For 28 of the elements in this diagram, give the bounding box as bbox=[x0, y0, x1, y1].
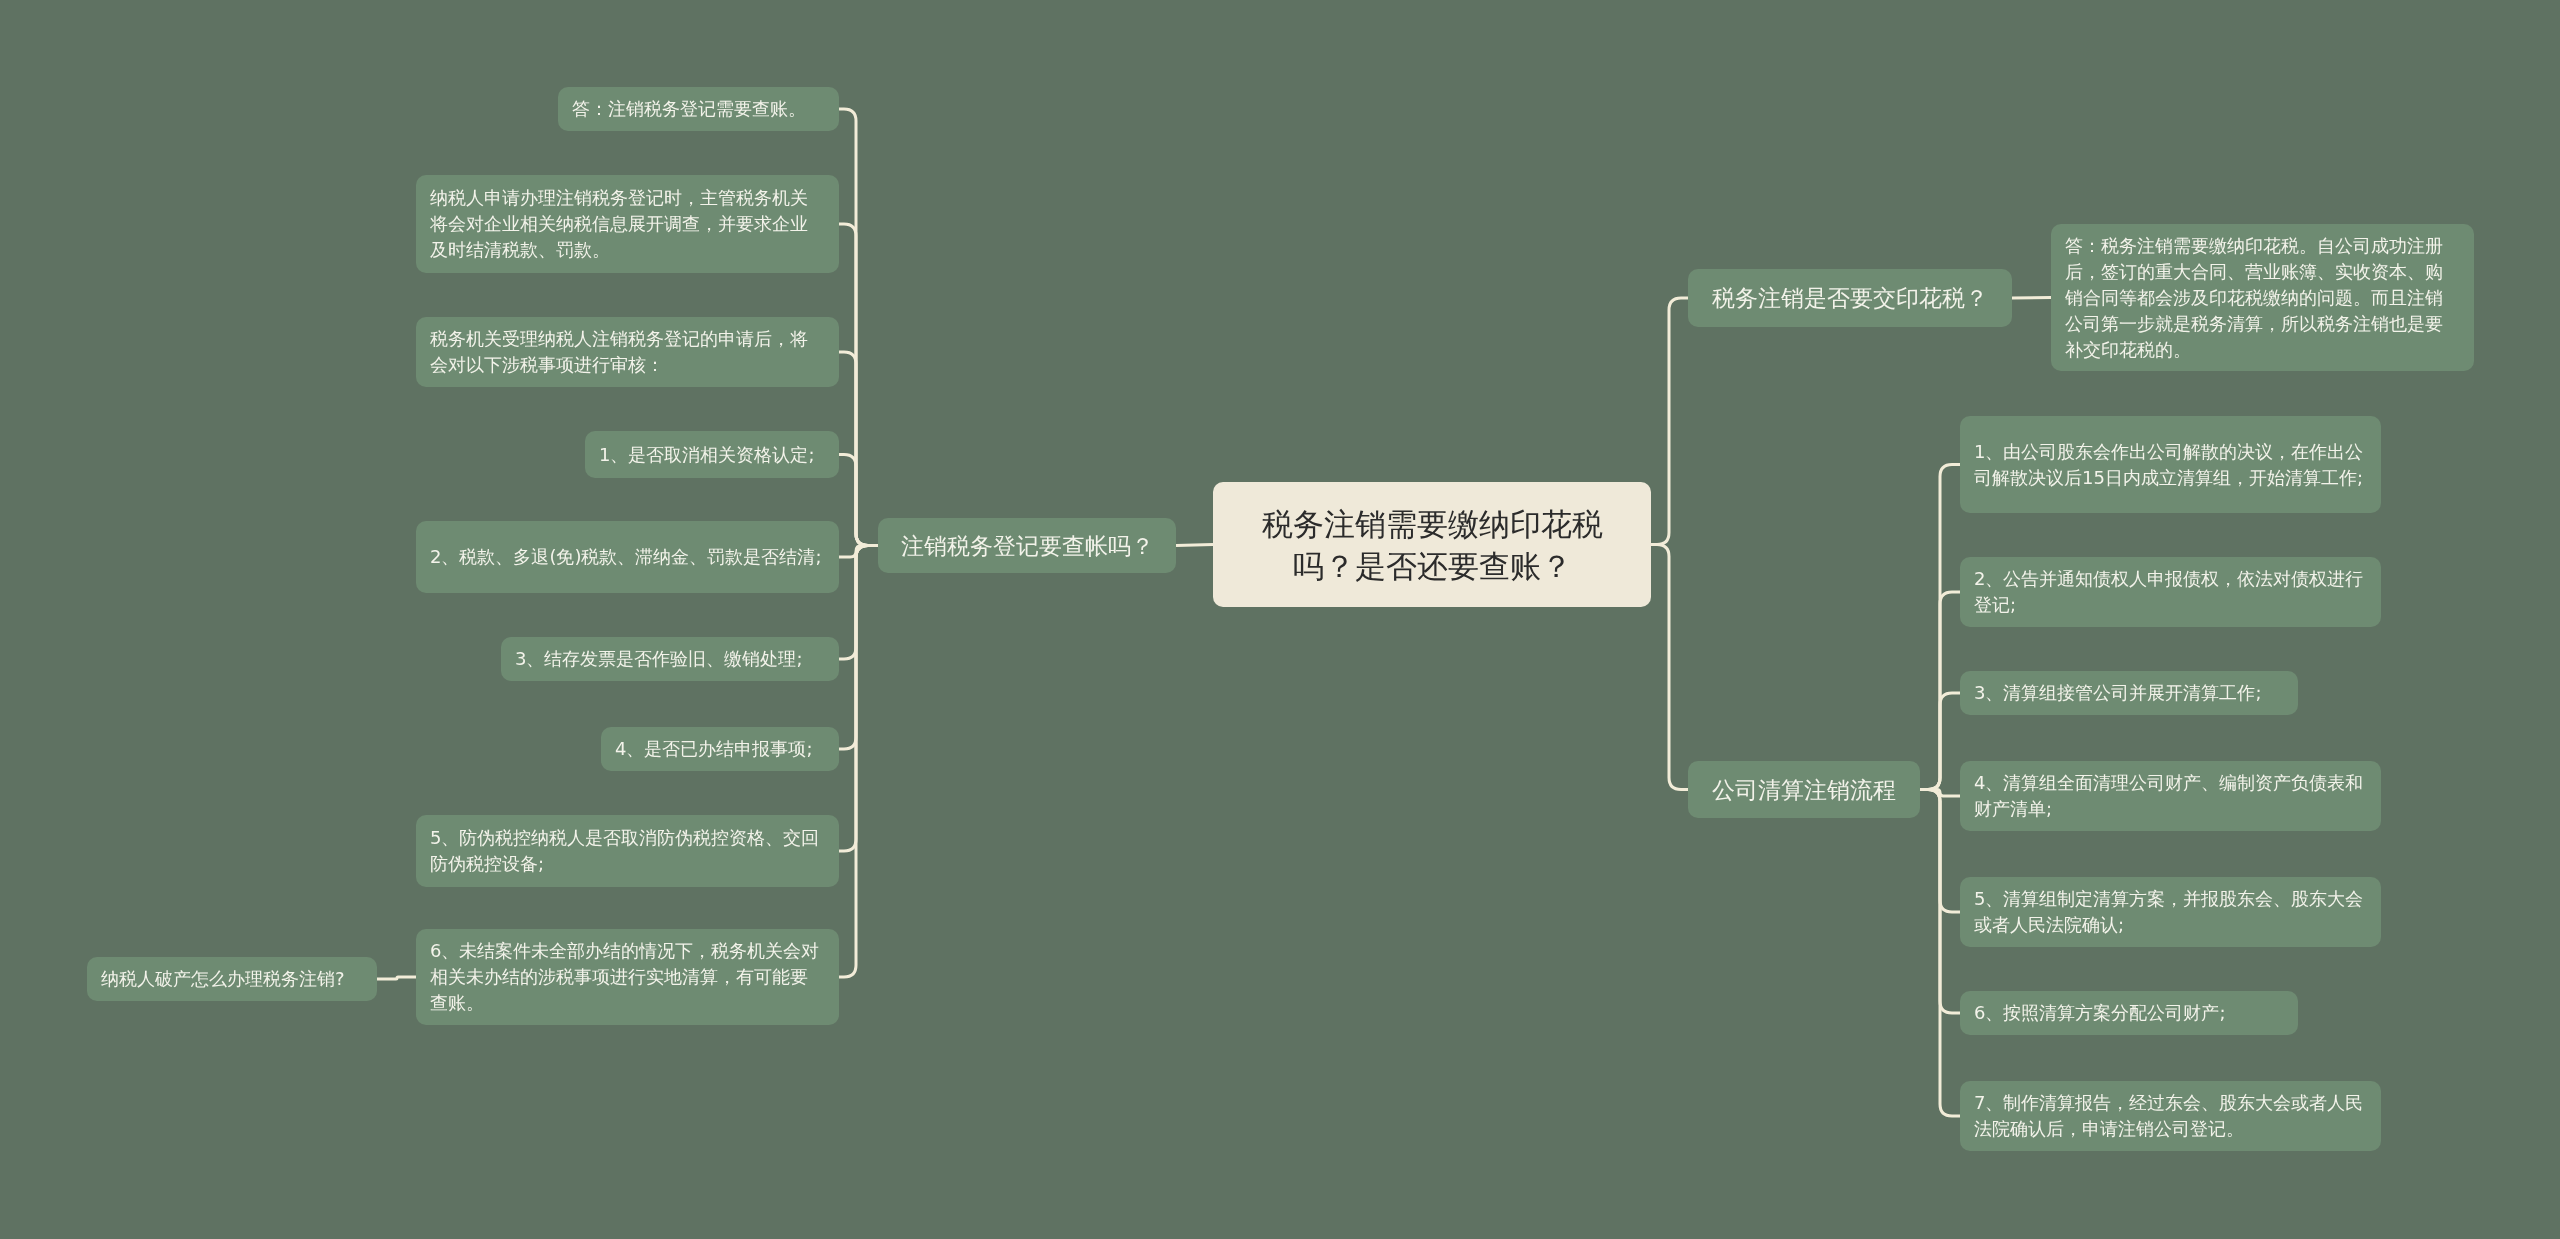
leaf-topic: 纳税人破产怎么办理税务注销? bbox=[87, 957, 377, 1001]
connector-line bbox=[1920, 788, 1960, 1118]
leaf-topic: 7、制作清算报告，经过东会、股东大会或者人民法院确认后，申请注销公司登记。 bbox=[1960, 1081, 2381, 1151]
leaf-topic: 6、未结案件未全部办结的情况下，税务机关会对相关未办结的涉税事项进行实地清算，有可能要查账。 bbox=[416, 929, 839, 1025]
leaf-topic: 4、清算组全面清理公司财产、编制资产负债表和财产清单; bbox=[1960, 761, 2381, 831]
root-topic: 税务注销需要缴纳印花税吗？是否还要查账？ bbox=[1213, 482, 1651, 607]
leaf-topic: 3、清算组接管公司并展开清算工作; bbox=[1960, 671, 2298, 715]
leaf-topic: 1、是否取消相关资格认定; bbox=[585, 431, 839, 478]
connector-line bbox=[1651, 543, 1688, 791]
connector-line bbox=[1175, 543, 1214, 547]
leaf-topic: 5、清算组制定清算方案，并报股东会、股东大会或者人民法院确认; bbox=[1960, 877, 2381, 947]
branch-topic: 税务注销是否要交印花税？ bbox=[1688, 269, 2012, 327]
leaf-topic: 纳税人申请办理注销税务登记时，主管税务机关将会对企业相关纳税信息展开调查，并要求企业及时结清税款、罚款。 bbox=[416, 175, 839, 273]
leaf-topic: 6、按照清算方案分配公司财产; bbox=[1960, 991, 2298, 1035]
connector-line bbox=[2011, 296, 2052, 300]
leaf-topic: 4、是否已办结申报事项; bbox=[601, 727, 839, 771]
leaf-topic: 3、结存发票是否作验旧、缴销处理; bbox=[501, 637, 839, 681]
connector-line bbox=[839, 544, 878, 979]
leaf-topic: 5、防伪税控纳税人是否取消防伪税控资格、交回防伪税控设备; bbox=[416, 815, 839, 887]
leaf-topic: 答：注销税务登记需要查账。 bbox=[558, 87, 839, 131]
branch-topic: 注销税务登记要查帐吗？ bbox=[878, 518, 1176, 573]
connector-line bbox=[377, 975, 416, 981]
branch-topic: 公司清算注销流程 bbox=[1688, 761, 1920, 818]
leaf-topic: 2、公告并通知债权人申报债权，依法对债权进行登记; bbox=[1960, 557, 2381, 627]
leaf-topic: 答：税务注销需要缴纳印花税。自公司成功注册后，签订的重大合同、营业账簿、实收资本、购销合同等都会涉及印花税缴纳的问题。而且注销公司第一步就是税务清算，所以税务注销也是要补交印花税的。 bbox=[2051, 224, 2474, 371]
leaf-topic: 2、税款、多退(免)税款、滞纳金、罚款是否结清; bbox=[416, 521, 839, 593]
leaf-topic: 税务机关受理纳税人注销税务登记的申请后，将会对以下涉税事项进行审核： bbox=[416, 317, 839, 387]
leaf-topic: 1、由公司股东会作出公司解散的决议，在作出公司解散决议后15日内成立清算组，开始清算工作; bbox=[1960, 416, 2381, 513]
